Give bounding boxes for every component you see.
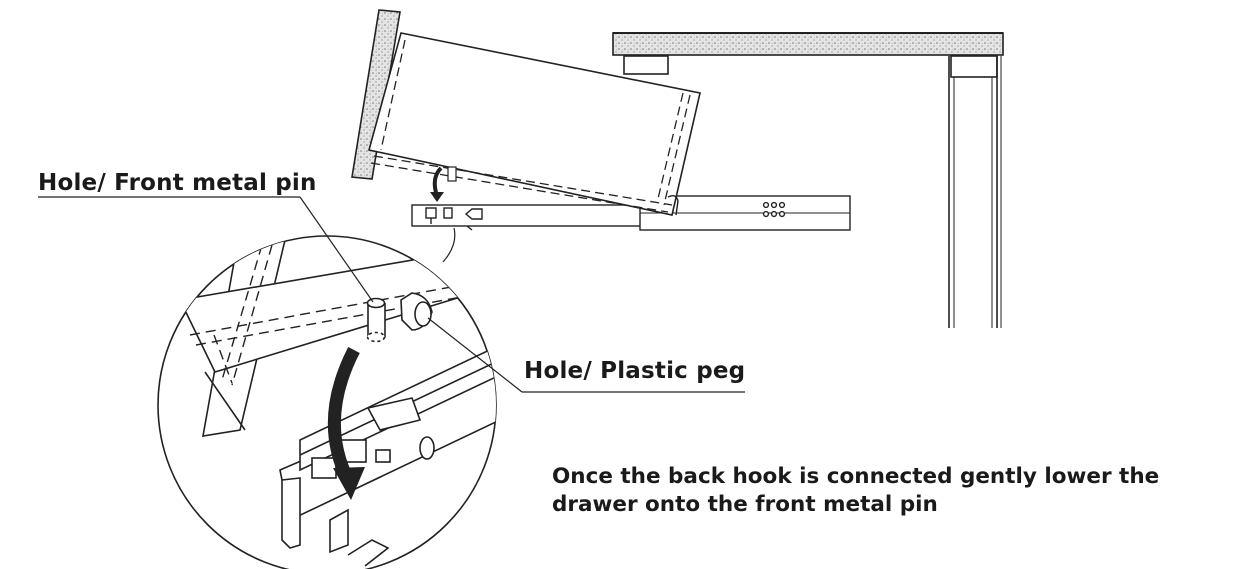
detail-magnified-view bbox=[157, 235, 497, 569]
drawer-front-panel bbox=[351, 9, 401, 180]
callout-front-metal-pin: Hole/ Front metal pin bbox=[38, 170, 317, 196]
callout-plastic-peg: Hole/ Plastic peg bbox=[524, 358, 746, 384]
leader-lines bbox=[38, 196, 745, 393]
detail-runner bbox=[279, 343, 496, 567]
top-support-block bbox=[623, 55, 669, 75]
small-lowering-arrow bbox=[432, 166, 443, 197]
drawer-box bbox=[368, 32, 701, 216]
side-panel-cap bbox=[950, 55, 998, 78]
large-lowering-arrow bbox=[327, 347, 360, 483]
instruction-text: Once the back hook is connected gently l… bbox=[552, 463, 1159, 519]
detail-connector bbox=[442, 227, 456, 263]
detail-front-metal-pin bbox=[366, 297, 386, 343]
instruction-line-1: Once the back hook is connected gently l… bbox=[552, 464, 1160, 489]
leader-plastic-peg bbox=[427, 317, 523, 393]
desk-top bbox=[612, 32, 1004, 56]
drawer-body bbox=[351, 9, 701, 216]
leader-front-pin bbox=[299, 196, 374, 303]
desk-frame bbox=[612, 32, 1004, 328]
detail-plastic-peg bbox=[400, 292, 433, 331]
detail-drawer-bottom bbox=[178, 244, 496, 373]
instruction-line-2: drawer onto the front metal pin bbox=[552, 492, 938, 517]
